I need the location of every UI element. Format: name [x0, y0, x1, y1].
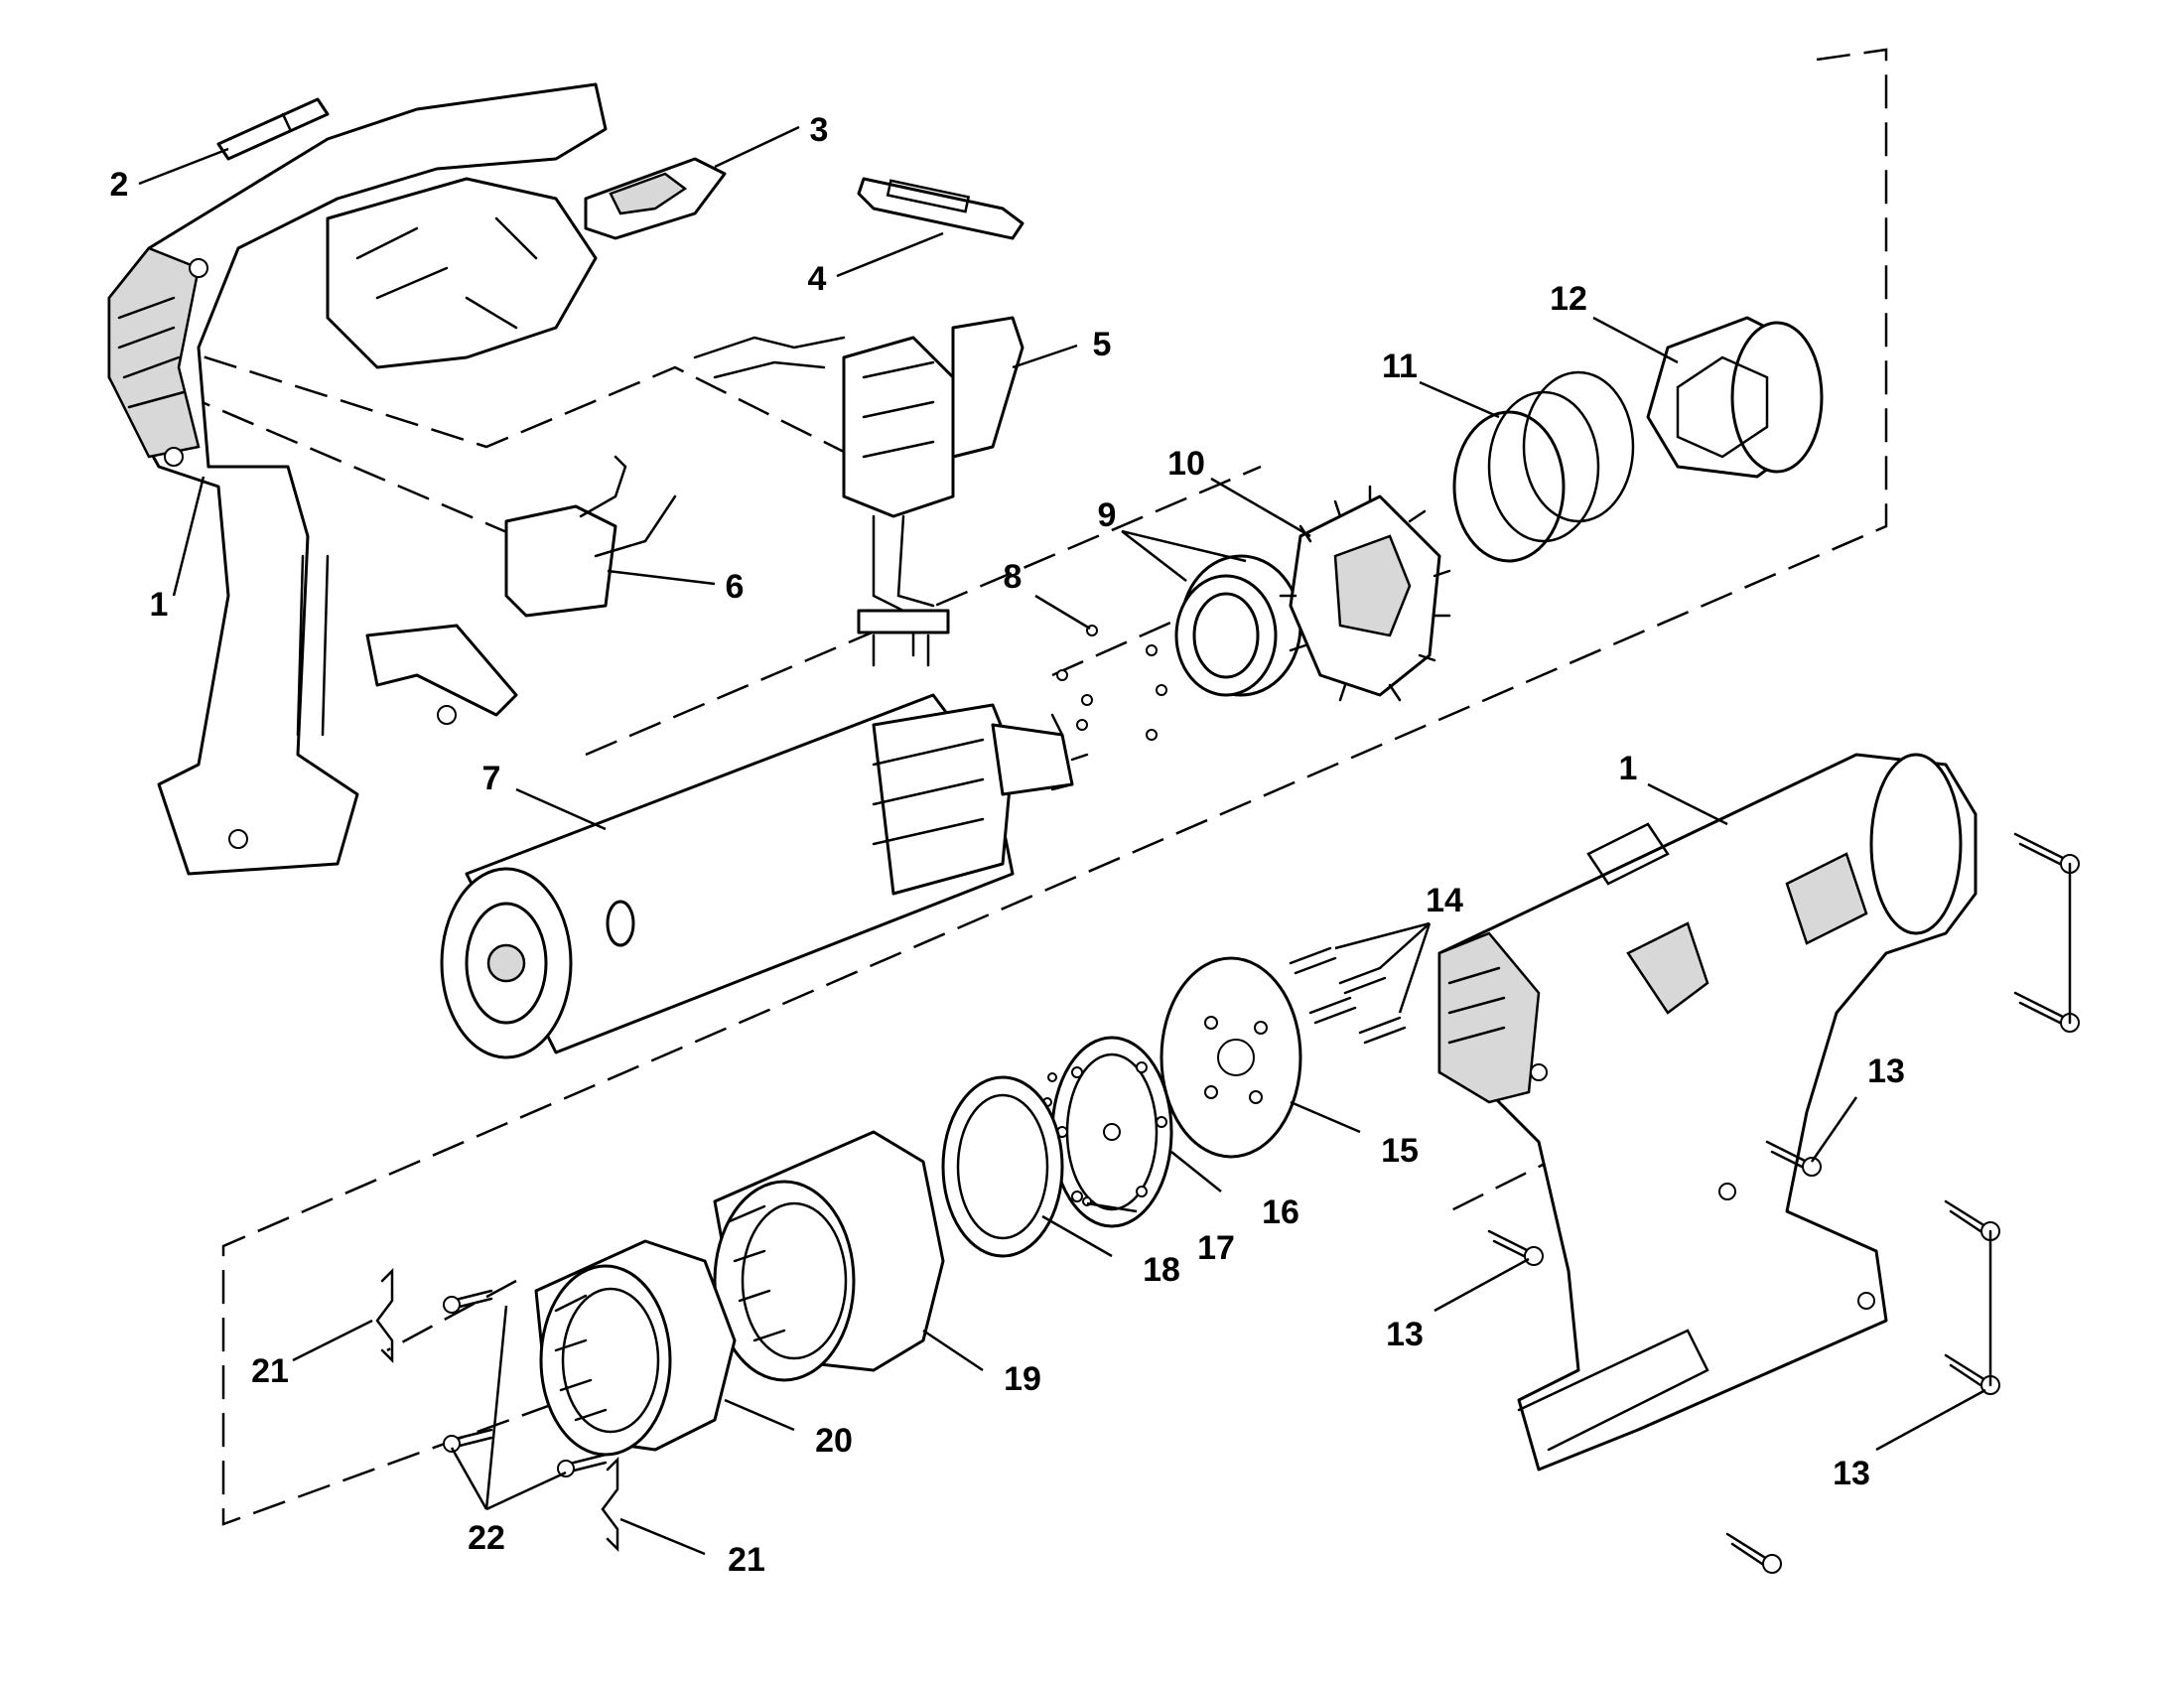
- callout-13-left: 13: [1386, 1316, 1424, 1353]
- callout-11: 11: [1382, 348, 1418, 385]
- hex-bushing: [1646, 316, 1824, 479]
- callout-15: 15: [1381, 1132, 1419, 1170]
- gear-housing: [713, 1130, 945, 1382]
- switch-cover-plate: [857, 177, 1024, 240]
- gearbox-screws: [1289, 946, 1407, 1045]
- callout-5: 5: [1093, 326, 1112, 363]
- shift-clips: [375, 1267, 619, 1553]
- callout-21-bottom: 21: [728, 1541, 765, 1579]
- clutch-spring: [1452, 370, 1635, 563]
- housing-screws: [1487, 832, 2080, 1574]
- callout-8: 8: [1004, 558, 1023, 596]
- callout-22: 22: [468, 1519, 505, 1557]
- callout-labels: 1 2 3 4 5 6 7 8 9 10 11 12 1 13 13 13 14…: [110, 111, 1905, 1579]
- callout-19: 19: [1004, 1360, 1041, 1398]
- ball-bearings: [1056, 625, 1167, 741]
- callout-16: 16: [1262, 1193, 1299, 1231]
- end-plate: [1160, 956, 1302, 1159]
- direction-button: [584, 157, 727, 240]
- ring-gear: [1174, 554, 1302, 697]
- callout-7: 7: [482, 760, 501, 797]
- callout-1-right: 1: [1619, 750, 1638, 787]
- callout-21-left: 21: [251, 1352, 289, 1390]
- callout-20: 20: [815, 1422, 853, 1460]
- left-housing-half: [107, 82, 608, 876]
- washer: [941, 1075, 1064, 1258]
- pin: [216, 97, 330, 161]
- shift-assembly: [534, 1239, 737, 1457]
- callout-3: 3: [810, 111, 829, 149]
- callout-2: 2: [110, 166, 129, 204]
- shift-screws: [443, 1289, 608, 1477]
- callout-18: 18: [1143, 1251, 1180, 1289]
- callout-9: 9: [1098, 496, 1117, 534]
- leader-lines: [138, 125, 1986, 1556]
- callout-6: 6: [726, 568, 745, 606]
- clutch-collar: [1279, 485, 1451, 702]
- callout-1-left: 1: [150, 586, 169, 624]
- motor: [440, 693, 1089, 1059]
- callout-4: 4: [808, 260, 827, 298]
- callout-13-top: 13: [1867, 1052, 1905, 1090]
- callout-12: 12: [1550, 280, 1587, 318]
- callout-13-bottom: 13: [1833, 1455, 1870, 1492]
- trigger-switch: [693, 316, 1024, 667]
- right-housing-half: [1437, 753, 1978, 1472]
- callout-14: 14: [1426, 882, 1463, 919]
- carrier-plate: [1050, 1036, 1173, 1228]
- switch-block: [504, 455, 677, 618]
- callout-10: 10: [1167, 445, 1205, 483]
- callout-17: 17: [1197, 1229, 1235, 1267]
